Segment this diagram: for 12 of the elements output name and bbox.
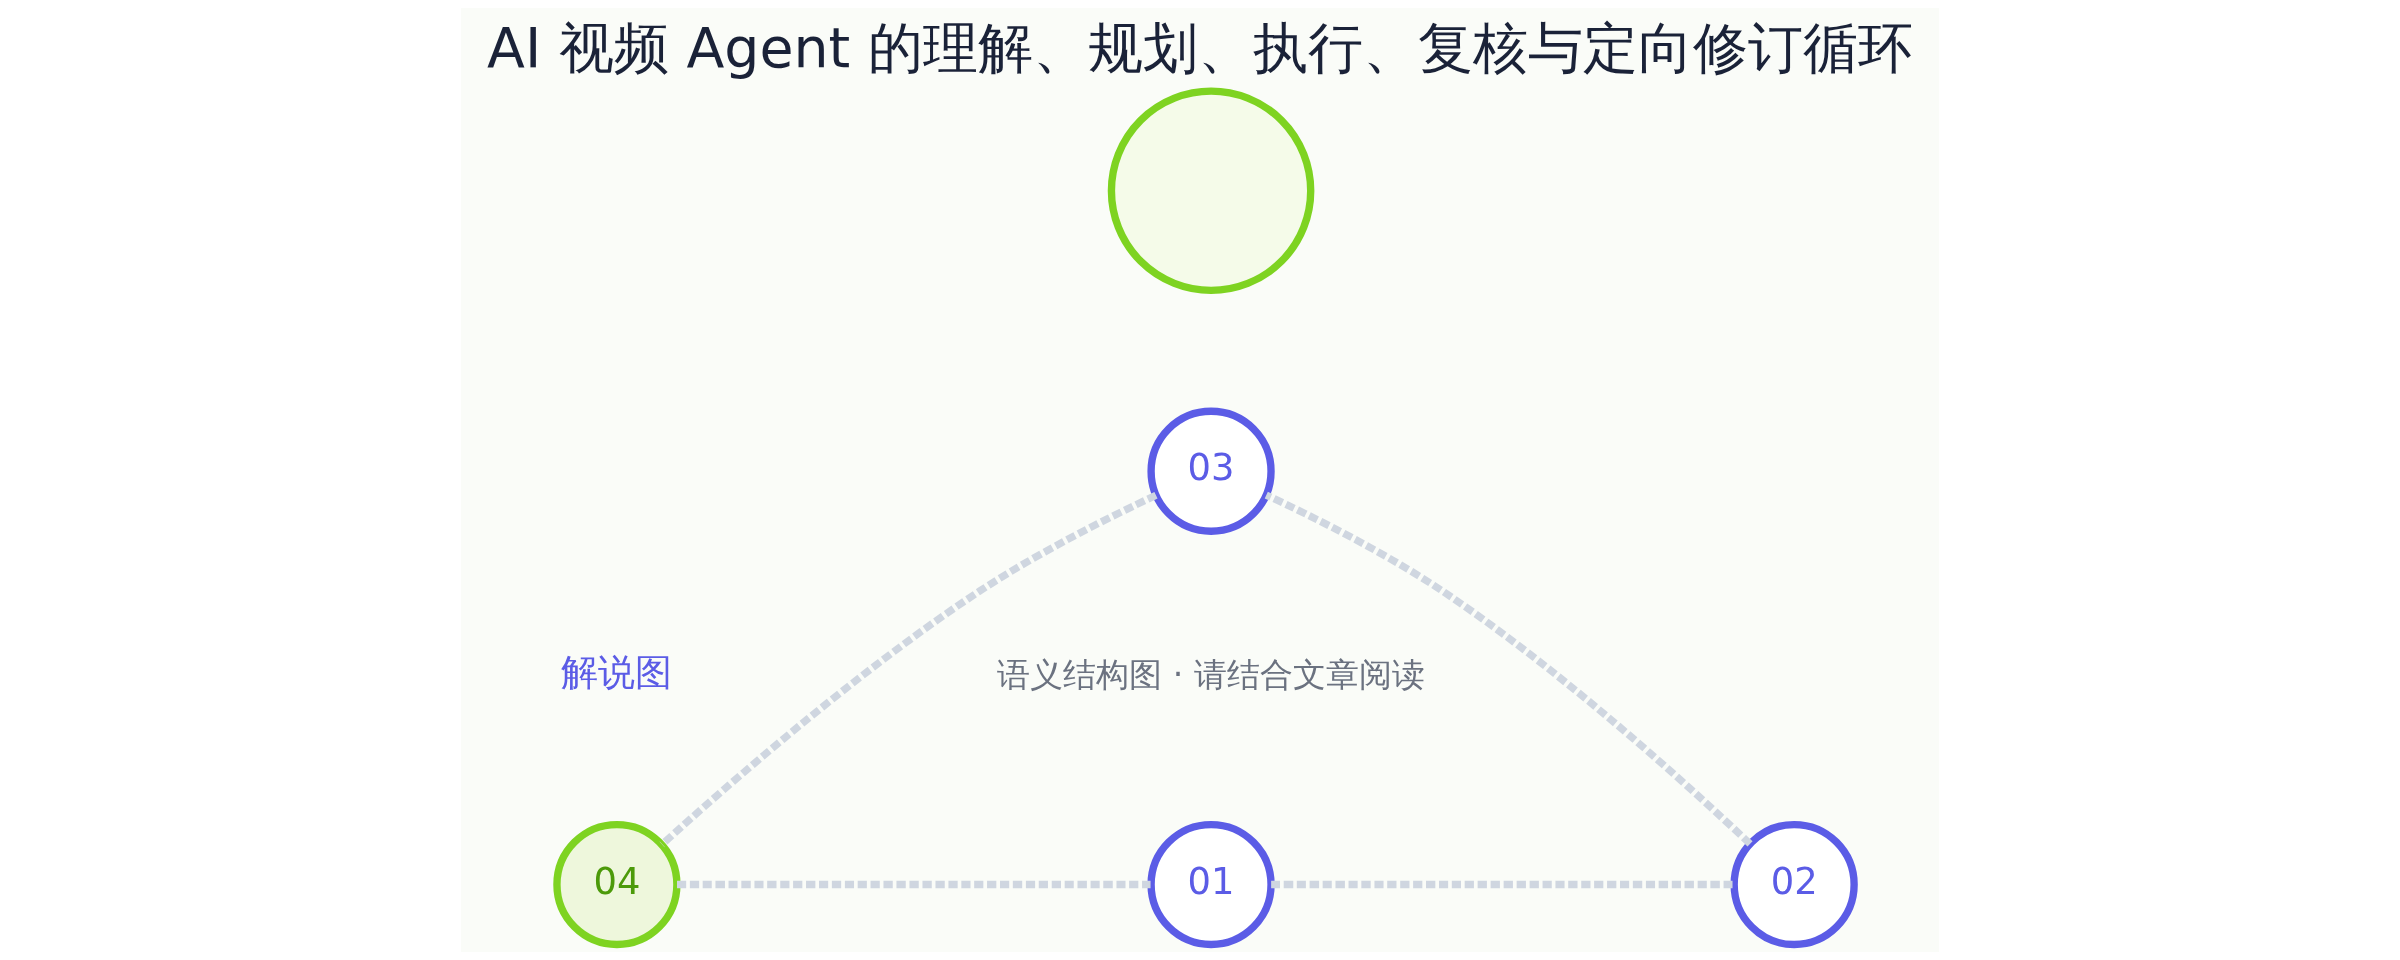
caption: 语义结构图 · 请结合文章阅读: [997, 655, 1425, 695]
diagram-title: AI 视频 Agent 的理解、规划、执行、复核与定向修订循环: [487, 16, 1913, 81]
connector: [1264, 491, 1753, 847]
node-circle: 03: [1147, 407, 1275, 535]
node-circle: 02: [1730, 820, 1858, 949]
node-circle: 04: [553, 820, 681, 949]
connector: [659, 491, 1158, 848]
node-circle: 01: [1147, 820, 1275, 949]
connector: [1271, 880, 1735, 889]
label: 解说图: [561, 651, 673, 695]
node-circle: [1107, 87, 1315, 295]
connector: [677, 880, 1151, 889]
